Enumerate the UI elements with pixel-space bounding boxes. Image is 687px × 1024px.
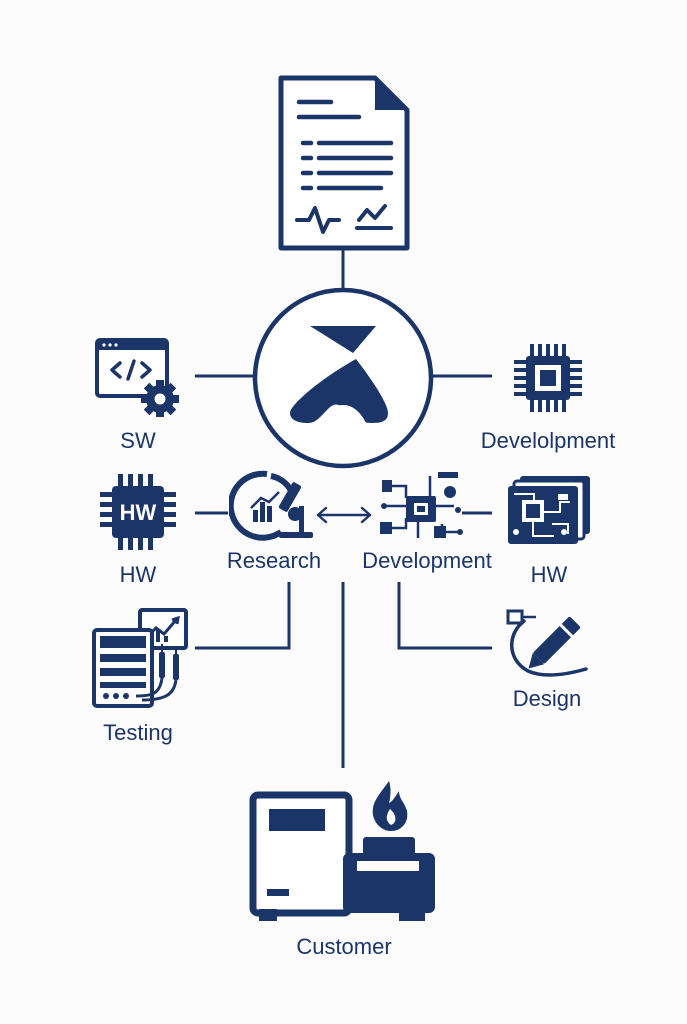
- circuit-design-icon: [380, 472, 463, 538]
- line-development-design: [397, 582, 492, 650]
- node-label-hw-right: HW: [530, 562, 568, 587]
- node-label-development-top: Develolpment: [480, 428, 616, 453]
- company-logo: [290, 326, 388, 423]
- svg-text:HW: HW: [120, 500, 157, 525]
- hub-circle: [252, 287, 434, 469]
- microchip-icon: [514, 344, 582, 412]
- node-label-design: Design: [512, 686, 582, 711]
- node-label-customer: Customer: [296, 934, 392, 959]
- node-label-hw-left: HW: [119, 562, 157, 587]
- node-label-testing: Testing: [103, 720, 173, 745]
- industrial-furnace-icon: [249, 781, 435, 921]
- hw-chip-icon: HW: [100, 474, 176, 550]
- node-label-research: Research: [226, 548, 322, 573]
- pen-design-icon: [506, 609, 588, 677]
- code-window-gear-icon: [95, 338, 179, 417]
- research-microscope-icon: [229, 470, 313, 541]
- test-equipment-icon: [92, 608, 188, 708]
- node-label-development-mid: Development: [362, 548, 492, 573]
- document-icon: [278, 75, 410, 251]
- line-research-testing: [195, 582, 291, 650]
- node-label-sw: SW: [120, 428, 156, 453]
- circuit-boards-icon: [508, 476, 590, 544]
- double-arrow-icon: [316, 506, 372, 524]
